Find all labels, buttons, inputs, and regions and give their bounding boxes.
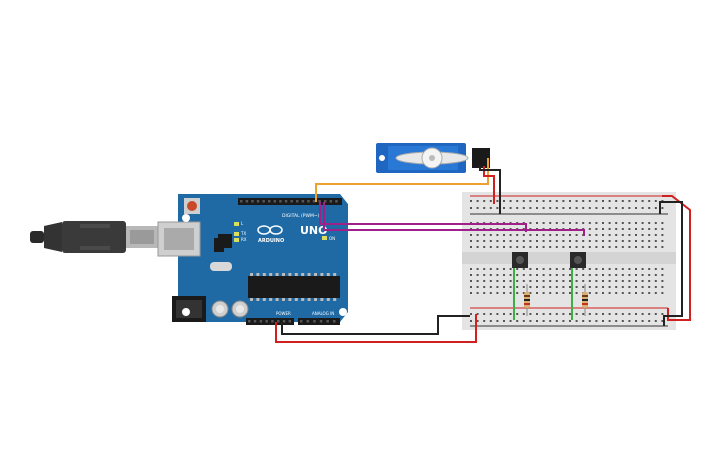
arduino-uno-board[interactable]: UNO ARDUINO DIGITAL (PWM~) POWER ANALOG … [157, 194, 348, 325]
board-brand: ARDUINO [258, 238, 284, 244]
digital-header-label: DIGITAL (PWM~) [282, 213, 320, 219]
rx-label: RX [241, 237, 247, 242]
wire-black [659, 201, 683, 326]
servo-connector [472, 148, 490, 168]
push-button[interactable] [512, 252, 528, 268]
analog-header-label: ANALOG IN [312, 311, 334, 316]
resistor[interactable] [582, 284, 588, 316]
resistor[interactable] [524, 284, 530, 316]
breadboard[interactable] [462, 192, 676, 330]
tx-label: TX [240, 231, 246, 236]
wires [275, 158, 691, 343]
wire-red [662, 195, 691, 321]
digital-header [238, 198, 342, 205]
wire-black [281, 315, 470, 335]
wire-black [479, 166, 501, 214]
wire-purple [323, 202, 585, 236]
push-button[interactable] [570, 252, 586, 268]
wire-red [275, 314, 477, 343]
wire-purple [319, 202, 527, 232]
analog-header [298, 318, 340, 325]
board-logo: UNO [300, 224, 328, 237]
power-header [246, 318, 294, 325]
usb-cable [30, 221, 158, 253]
crystal [210, 262, 232, 271]
on-label: ON [329, 236, 335, 241]
l-label: L [241, 221, 244, 226]
servo-motor[interactable] [376, 143, 490, 173]
atmega-chip [248, 276, 340, 298]
power-header-label: POWER [276, 311, 291, 316]
